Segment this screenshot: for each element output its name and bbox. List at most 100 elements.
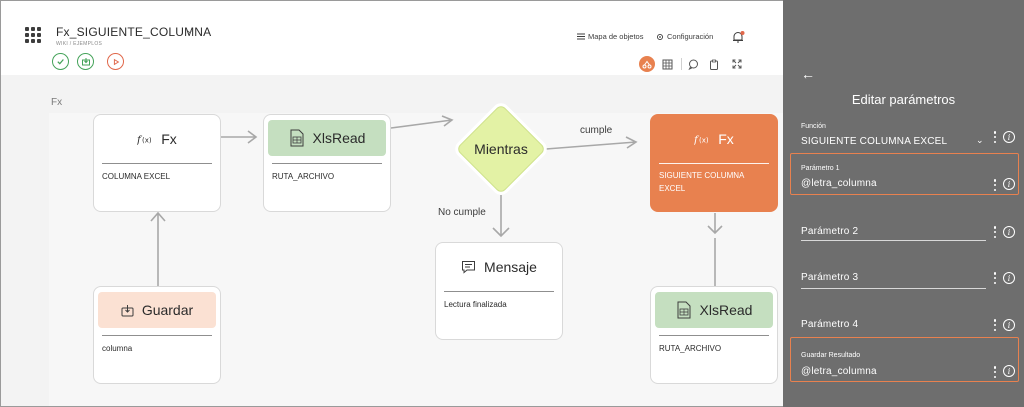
run-button[interactable] xyxy=(107,53,124,70)
page-title[interactable]: Fx_SIGUIENTE_COLUMNA xyxy=(56,25,212,39)
gear-icon xyxy=(656,33,664,40)
info-icon[interactable]: i xyxy=(1003,319,1015,331)
node-header: f(x) Fx xyxy=(655,121,773,157)
list-icon xyxy=(577,33,585,40)
node-title: Mientras xyxy=(474,141,528,157)
node-title: XlsRead xyxy=(312,130,366,146)
panel-title: Editar parámetros xyxy=(851,92,956,107)
clipboard-button[interactable] xyxy=(707,57,721,71)
flow-node-while[interactable]: Mientras xyxy=(455,103,547,195)
object-map-link[interactable]: Mapa de objetos xyxy=(577,32,643,41)
param2-underline xyxy=(801,240,986,241)
check-button[interactable] xyxy=(52,53,69,70)
expand-icon xyxy=(732,59,742,69)
param4-input[interactable]: Parámetro 4 xyxy=(801,319,859,330)
play-icon xyxy=(113,58,119,65)
result-label: Guardar Resultado xyxy=(801,352,861,359)
function-icon: f(x) xyxy=(137,135,152,145)
comments-button[interactable] xyxy=(686,57,700,71)
svg-text:(x): (x) xyxy=(142,137,152,145)
node-subtitle: Lectura finalizada xyxy=(444,300,507,309)
node-subtitle: RUTA_ARCHIVO xyxy=(659,344,722,353)
save-local-button[interactable] xyxy=(77,53,94,70)
param1-label: Parámetro 1 xyxy=(801,165,840,172)
param1-input[interactable]: @letra_columna xyxy=(801,178,877,189)
info-icon[interactable]: i xyxy=(1003,178,1015,190)
node-header: Guardar xyxy=(98,292,216,328)
edge-label-cumple: cumple xyxy=(580,125,613,136)
function-icon: f(x) xyxy=(694,135,709,145)
more-vertical-icon[interactable] xyxy=(993,272,997,284)
edit-parameters-panel: ← Editar parámetros Función SIGUIENTE CO… xyxy=(783,0,1024,407)
param2-input[interactable]: Parámetro 2 xyxy=(801,226,859,237)
apps-grid-icon[interactable] xyxy=(25,27,41,43)
node-subtitle: columna xyxy=(102,344,133,353)
notifications-button[interactable] xyxy=(731,30,745,49)
comment-icon xyxy=(687,59,698,70)
object-map-label: Mapa de objetos xyxy=(588,32,644,41)
check-icon xyxy=(57,59,64,65)
node-header: Mensaje xyxy=(440,249,558,285)
save-icon xyxy=(121,304,134,316)
save-local-icon xyxy=(81,57,90,65)
node-subtitle: RUTA_ARCHIVO xyxy=(272,172,335,181)
more-vertical-icon[interactable] xyxy=(993,319,997,331)
flow-node-fx-selected[interactable]: f(x) Fx SIGUIENTE COLUMNA EXCEL xyxy=(650,114,778,212)
node-title: Fx xyxy=(161,131,177,147)
settings-label: Configuración xyxy=(667,32,714,41)
node-divider xyxy=(272,163,382,164)
more-vertical-icon[interactable] xyxy=(993,179,997,191)
flow-node-message[interactable]: Mensaje Lectura finalizada xyxy=(435,242,563,340)
node-header: XlsRead xyxy=(268,120,386,156)
table-view-button[interactable] xyxy=(660,57,674,71)
message-icon xyxy=(462,261,476,274)
param3-input[interactable]: Parámetro 3 xyxy=(801,272,859,283)
node-divider xyxy=(102,163,212,164)
result-input[interactable]: @letra_columna xyxy=(801,366,877,377)
more-vertical-icon[interactable] xyxy=(993,131,997,143)
info-icon[interactable]: i xyxy=(1003,226,1015,238)
info-icon[interactable]: i xyxy=(1003,131,1015,143)
node-subtitle: SIGUIENTE COLUMNA EXCEL xyxy=(659,171,744,193)
svg-text:f: f xyxy=(694,135,700,145)
flow-node-save[interactable]: Guardar columna xyxy=(93,286,221,384)
info-icon[interactable]: i xyxy=(1003,272,1015,284)
clipboard-icon xyxy=(710,59,718,70)
table-icon xyxy=(662,59,672,69)
function-select[interactable]: SIGUIENTE COLUMNA EXCEL xyxy=(801,136,948,147)
node-title: Mensaje xyxy=(484,259,537,275)
flow-view-button[interactable] xyxy=(639,56,655,72)
breadcrumb[interactable]: WIKI / EJEMPLOS xyxy=(56,41,103,47)
node-header: f(x) Fx xyxy=(98,121,216,157)
node-divider xyxy=(444,291,554,292)
svg-text:(x): (x) xyxy=(699,137,709,145)
edge-label-no-cumple: No cumple xyxy=(438,207,486,218)
settings-link[interactable]: Configuración xyxy=(656,32,713,41)
back-arrow-icon[interactable]: ← xyxy=(801,66,815,82)
chevron-down-icon[interactable]: ⌄ xyxy=(186,25,194,35)
spreadsheet-icon xyxy=(290,129,304,147)
node-header: XlsRead xyxy=(655,292,773,328)
function-label: Función xyxy=(801,123,826,130)
param3-underline xyxy=(801,288,986,289)
more-vertical-icon[interactable] xyxy=(993,366,997,378)
flow-icon xyxy=(642,60,652,69)
param1-highlight xyxy=(790,153,1019,195)
expand-button[interactable] xyxy=(730,57,744,71)
header: Fx_SIGUIENTE_COLUMNA ⌄ WIKI / EJEMPLOS M… xyxy=(1,1,783,75)
svg-text:f: f xyxy=(137,135,143,145)
node-title: Fx xyxy=(718,131,734,147)
flow-node-xlsread[interactable]: XlsRead RUTA_ARCHIVO xyxy=(263,114,391,212)
node-divider xyxy=(659,163,769,164)
node-title: XlsRead xyxy=(699,302,753,318)
canvas-label: Fx xyxy=(51,97,63,108)
chevron-down-icon[interactable]: ⌄ xyxy=(976,135,984,145)
node-title: Guardar xyxy=(141,302,194,318)
more-vertical-icon[interactable] xyxy=(993,226,997,238)
node-divider xyxy=(102,335,212,336)
flow-node-fx[interactable]: f(x) Fx COLUMNA EXCEL xyxy=(93,114,221,212)
node-subtitle: COLUMNA EXCEL xyxy=(102,172,171,181)
info-icon[interactable]: i xyxy=(1003,365,1015,377)
node-divider xyxy=(659,335,769,336)
flow-node-xlsread-2[interactable]: XlsRead RUTA_ARCHIVO xyxy=(650,286,778,384)
